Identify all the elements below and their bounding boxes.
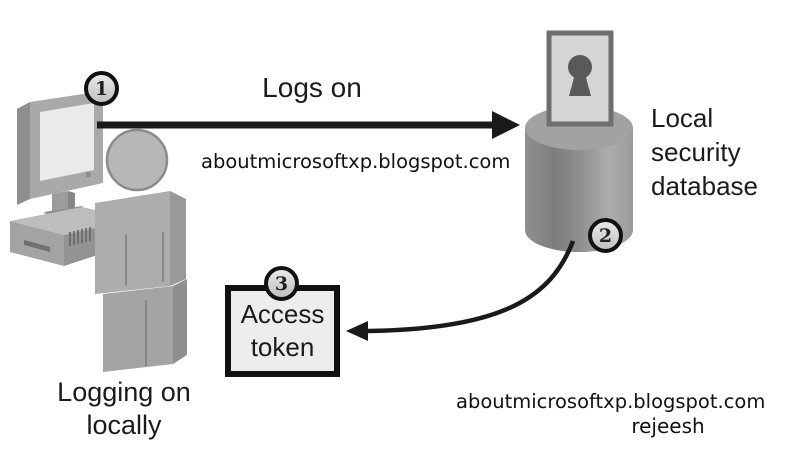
floppy-slot <box>24 240 50 252</box>
database-label: Local security database <box>651 103 758 201</box>
logs-on-arrow-icon <box>97 111 520 139</box>
person-legs <box>103 286 173 372</box>
person-torso-side <box>170 191 186 286</box>
step-badge-3: 3 <box>264 266 299 301</box>
keyhole-circle <box>568 55 592 79</box>
keyhole-wedge <box>569 74 591 96</box>
monitor-screen <box>40 103 94 181</box>
monitor-button <box>86 172 91 177</box>
keyhole-lock-icon <box>546 30 614 127</box>
access-token-label: Access token <box>240 299 325 362</box>
watermark-top: aboutmicrosoftxp.blogspot.com <box>201 150 511 173</box>
case-vents <box>69 227 91 246</box>
person-head <box>105 128 169 192</box>
step-badge-1: 1 <box>84 71 119 106</box>
person-seams <box>125 232 164 366</box>
logs-on-label: Logs on <box>262 72 362 103</box>
person-torso <box>95 191 170 294</box>
client-caption: Logging on locally <box>57 377 191 440</box>
token-grant-arrow-icon <box>346 240 576 341</box>
person-legs-side <box>173 279 187 364</box>
computer-user-illustration <box>10 91 187 372</box>
monitor-side <box>17 102 30 205</box>
watermark-credit: rejeesh <box>631 414 705 438</box>
watermark-bottom: aboutmicrosoftxp.blogspot.com <box>456 390 766 413</box>
database-cylinder-icon <box>525 30 633 252</box>
step-badge-2: 2 <box>588 218 623 253</box>
